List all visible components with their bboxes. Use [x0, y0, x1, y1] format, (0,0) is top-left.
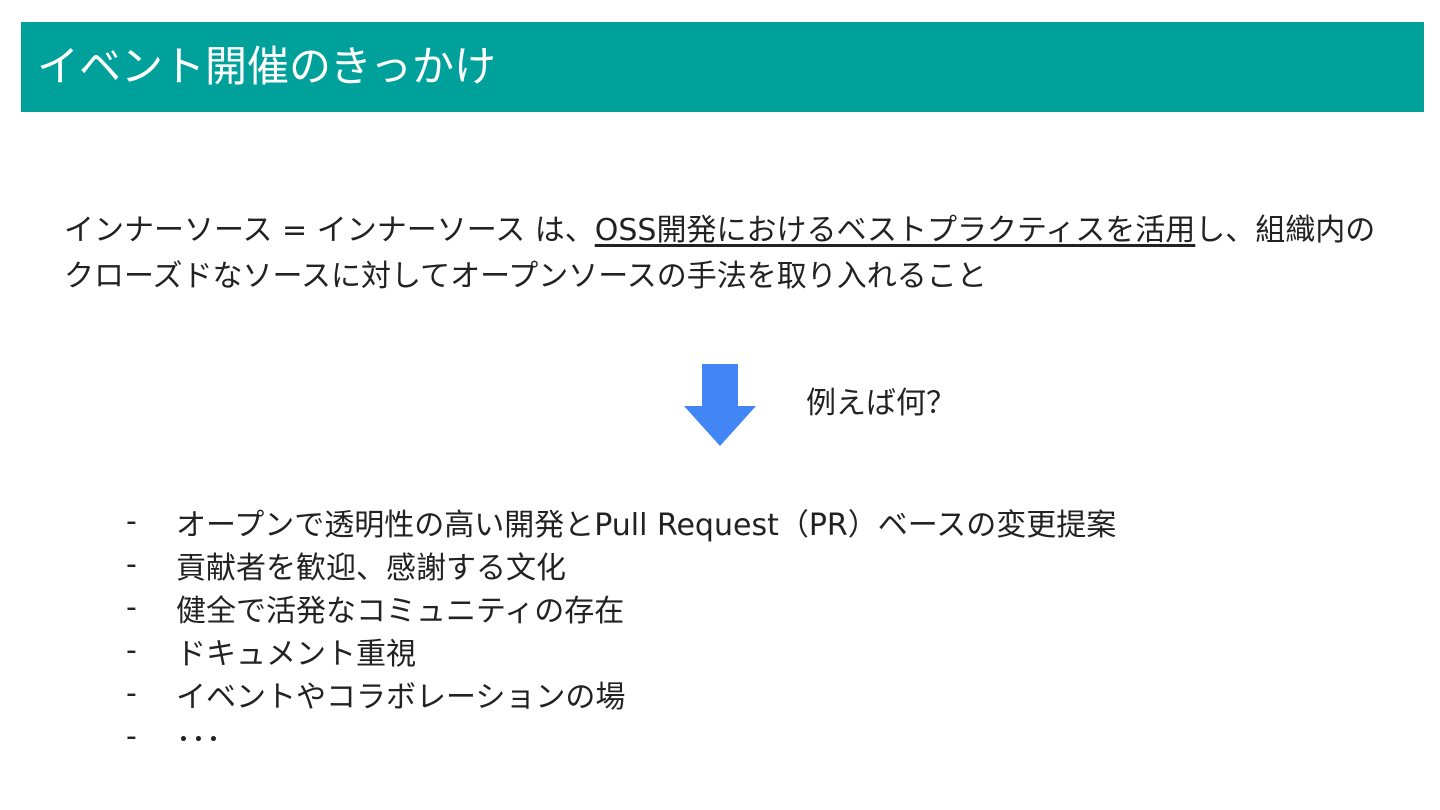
- definition-underlined-text: OSS開発におけるベストプラクティスを活用: [594, 213, 1196, 248]
- bullet-marker: -: [126, 676, 137, 711]
- bullet-text: ドキュメント重視: [176, 636, 416, 672]
- bullet-text: 貢献者を歓迎、感謝する文化: [176, 550, 566, 586]
- list-item: - イベントやコラボレーションの場: [126, 672, 1116, 715]
- bullet-marker: -: [126, 547, 137, 582]
- list-item: - 貢献者を歓迎、感謝する文化: [126, 543, 1116, 586]
- slide-title: イベント開催のきっかけ: [37, 42, 497, 91]
- bullet-text: オープンで透明性の高い開発とPull Request（PR）ベースの変更提案: [176, 507, 1117, 543]
- bullet-text: ･･･: [176, 722, 221, 758]
- bullet-marker: -: [126, 633, 137, 668]
- bullet-marker: -: [126, 590, 137, 625]
- list-item: - 健全で活発なコミュニティの存在: [126, 586, 1116, 629]
- list-item: - オープンで透明性の高い開発とPull Request（PR）ベースの変更提案: [126, 500, 1116, 543]
- bullet-text: 健全で活発なコミュニティの存在: [176, 593, 625, 629]
- definition-text-start: インナーソース = インナーソース は、: [64, 213, 595, 248]
- bullet-marker: -: [126, 719, 137, 754]
- definition-text-end: し、組織内のクローズドなソースに対してオープンソースの手法を取り入れること: [64, 213, 1376, 294]
- list-item: - ドキュメント重視: [126, 629, 1116, 672]
- arrow-down-icon: [684, 364, 756, 446]
- bullet-text: イベントやコラボレーションの場: [176, 679, 626, 715]
- definition-paragraph: インナーソース = インナーソース は、OSS開発におけるベストプラクティスを活…: [64, 208, 1384, 300]
- question-text: 例えば何？: [806, 386, 956, 421]
- title-bar: イベント開催のきっかけ: [21, 22, 1424, 112]
- bullet-list: - オープンで透明性の高い開発とPull Request（PR）ベースの変更提案…: [126, 500, 1116, 758]
- bullet-marker: -: [126, 504, 137, 539]
- list-item: - ･･･: [126, 715, 1116, 758]
